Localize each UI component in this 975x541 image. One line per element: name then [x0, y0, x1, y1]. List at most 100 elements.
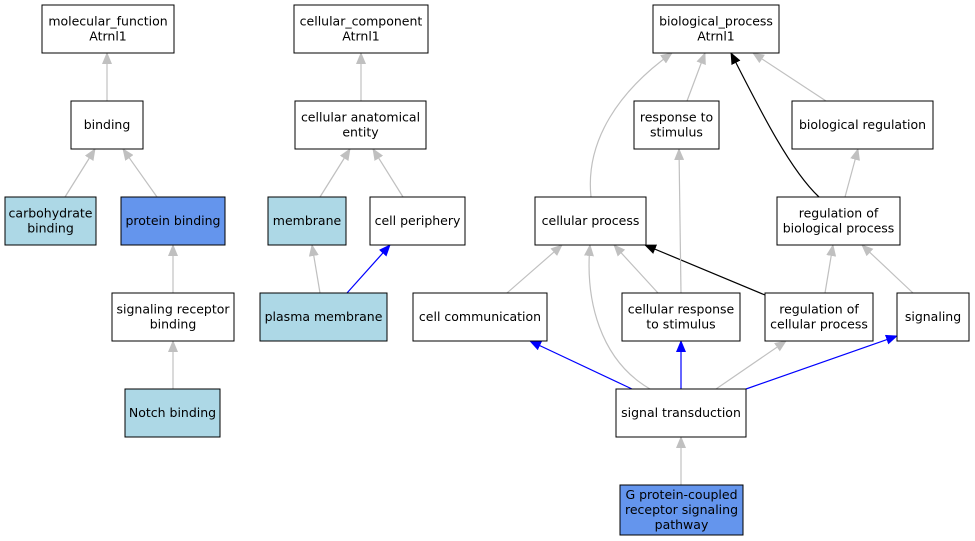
- edge-cellresp-to-cellproc: [613, 244, 659, 294]
- node-label: signaling receptor: [116, 302, 230, 317]
- node-label: signaling: [905, 309, 961, 324]
- node-box[interactable]: [259, 292, 388, 342]
- node-label: entity: [342, 125, 379, 140]
- node-label: binding: [27, 221, 74, 236]
- node-box[interactable]: [41, 4, 175, 54]
- node-label: Atrnl1: [342, 29, 380, 44]
- node-box[interactable]: [615, 388, 747, 438]
- node-box[interactable]: [267, 196, 347, 246]
- node-signaling[interactable]: signaling: [896, 292, 970, 342]
- node-box[interactable]: [124, 388, 221, 438]
- node-periph[interactable]: cell periphery: [369, 196, 466, 246]
- node-notch[interactable]: Notch binding: [124, 388, 221, 438]
- node-bioreg[interactable]: biological regulation: [791, 100, 934, 150]
- node-box[interactable]: [294, 100, 427, 150]
- node-pm[interactable]: plasma membrane: [259, 292, 388, 342]
- node-label: response to: [640, 110, 713, 125]
- edge-regcell-to-cellproc: [644, 244, 766, 296]
- node-box[interactable]: [764, 292, 874, 342]
- node-label: Atrnl1: [697, 29, 735, 44]
- node-label: carbohydrate: [9, 206, 93, 221]
- edge-protein-to-binding: [122, 148, 158, 198]
- edge-membrane-to-cae: [319, 148, 351, 198]
- node-label: protein binding: [125, 213, 220, 228]
- edge-sigtrans-to-cellcomm: [529, 340, 633, 390]
- edge-regbio-to-bp: [730, 52, 820, 198]
- node-label: receptor signaling: [625, 502, 738, 517]
- node-box[interactable]: [633, 100, 720, 150]
- nodes-layer: molecular_functionAtrnl1bindingcarbohydr…: [4, 4, 970, 536]
- node-label: regulation of: [779, 302, 859, 317]
- node-label: to stimulus: [646, 317, 715, 332]
- edge-pm-to-membrane: [308, 244, 321, 294]
- node-box[interactable]: [896, 292, 970, 342]
- edge-bioreg-to-bp: [752, 52, 827, 102]
- edge-pm-to-periph: [346, 244, 391, 294]
- node-label: Notch binding: [129, 405, 216, 420]
- edge-sigtrans-to-signaling: [745, 334, 898, 390]
- node-box[interactable]: [619, 484, 744, 536]
- node-label: cellular process: [770, 317, 868, 332]
- node-box[interactable]: [120, 196, 226, 246]
- node-box[interactable]: [621, 292, 741, 342]
- node-box[interactable]: [791, 100, 934, 150]
- edge-signaling-to-regbio: [861, 244, 914, 294]
- node-label: pathway: [655, 517, 709, 532]
- node-label: cellular process: [542, 213, 640, 228]
- node-label: biological process: [783, 221, 895, 236]
- edge-cellresp-to-resp: [674, 148, 685, 294]
- node-label: cell periphery: [375, 213, 461, 228]
- node-box[interactable]: [111, 292, 235, 342]
- node-box[interactable]: [412, 292, 548, 342]
- node-label: stimulus: [650, 125, 703, 140]
- node-membrane[interactable]: membrane: [267, 196, 347, 246]
- node-box[interactable]: [293, 4, 429, 54]
- node-label: G protein-coupled: [625, 487, 737, 502]
- node-label: Atrnl1: [89, 29, 127, 44]
- node-box[interactable]: [4, 196, 97, 246]
- node-box[interactable]: [652, 4, 780, 54]
- node-label: regulation of: [799, 206, 879, 221]
- node-sigtrans[interactable]: signal transduction: [615, 388, 747, 438]
- edge-cellproc-to-bp: [589, 52, 673, 198]
- node-label: cellular response: [628, 302, 735, 317]
- node-label: plasma membrane: [265, 309, 383, 324]
- node-box[interactable]: [534, 196, 647, 246]
- edges-layer: [64, 52, 914, 485]
- node-label: cell communication: [419, 309, 541, 324]
- node-label: biological_process: [659, 14, 773, 29]
- node-label: biological regulation: [799, 117, 926, 132]
- edge-sigtrans-to-regcell: [715, 340, 787, 390]
- edge-periph-to-cae: [372, 148, 404, 198]
- node-label: cellular anatomical: [301, 110, 420, 125]
- node-box[interactable]: [369, 196, 466, 246]
- edge-cellcomm-to-cellproc: [506, 244, 563, 294]
- node-binding[interactable]: binding: [70, 100, 144, 150]
- node-box[interactable]: [70, 100, 144, 150]
- node-box[interactable]: [776, 196, 901, 246]
- edge-regbio-to-bioreg: [844, 148, 860, 198]
- node-label: signal transduction: [621, 405, 741, 420]
- edge-resp-to-bp: [686, 52, 706, 102]
- node-protein[interactable]: protein binding: [120, 196, 226, 246]
- node-label: molecular_function: [48, 14, 167, 29]
- node-cellproc[interactable]: cellular process: [534, 196, 647, 246]
- node-label: membrane: [273, 213, 342, 228]
- edge-carb-to-binding: [64, 148, 96, 198]
- node-label: binding: [84, 117, 131, 132]
- node-label: cellular_component: [300, 14, 423, 29]
- node-cellcomm[interactable]: cell communication: [412, 292, 548, 342]
- edge-sigtrans-to-cellproc: [584, 244, 651, 390]
